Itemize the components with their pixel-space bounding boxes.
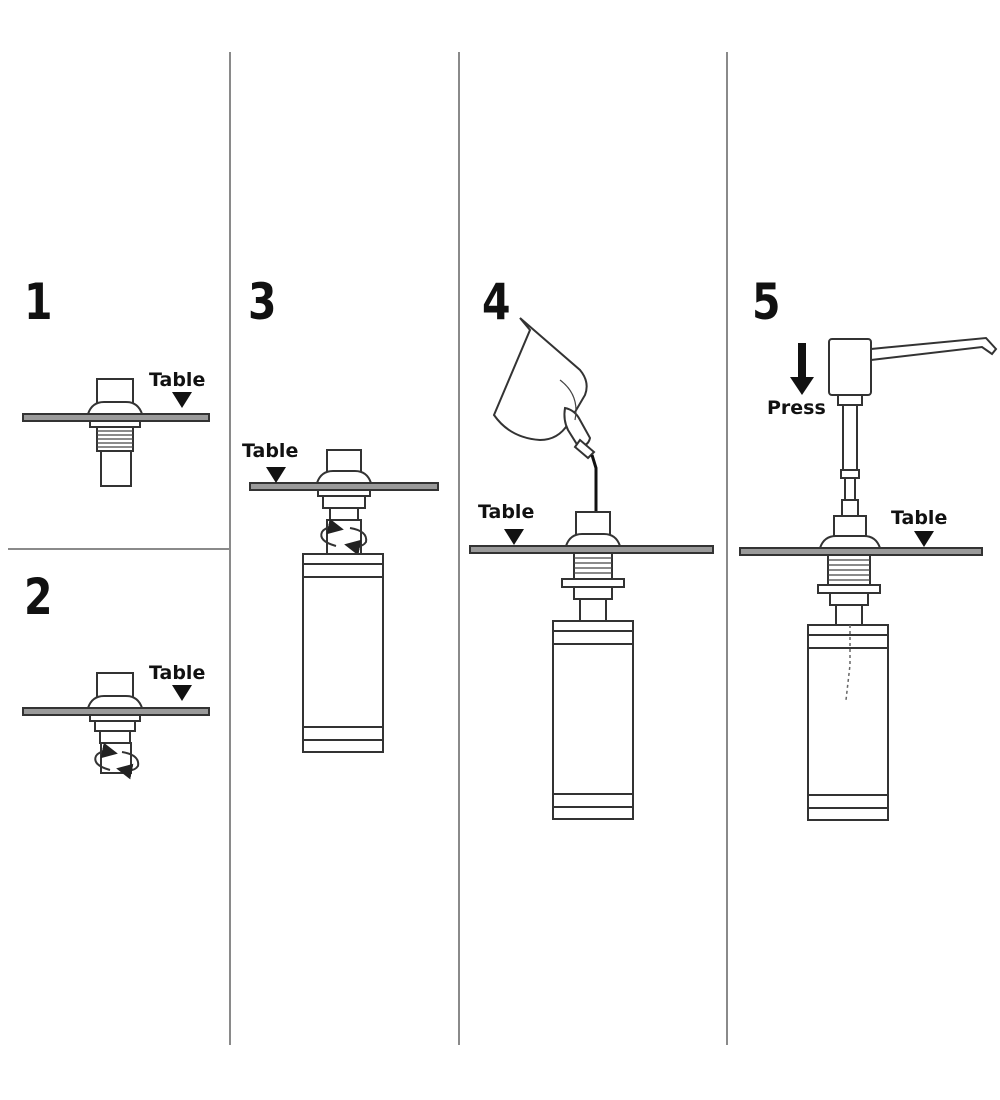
table-surface [469, 545, 714, 554]
down-triangle-icon [504, 529, 524, 545]
down-triangle-icon [172, 685, 192, 701]
step-2-number: 2 [24, 568, 53, 626]
soap-bottle [552, 620, 634, 820]
table-label: Table [149, 662, 206, 684]
step-3-number: 3 [248, 273, 277, 331]
table-surface [22, 413, 210, 422]
soap-bottle [302, 553, 384, 753]
table-surface [739, 547, 983, 556]
step-3-illustration [249, 449, 439, 753]
step-5-illustration [739, 336, 998, 821]
rotate-arrows-icon [320, 518, 368, 556]
step-4-illustration [469, 317, 714, 820]
liquid-stream [590, 454, 598, 512]
step-5-number: 5 [752, 273, 781, 331]
step-1-number: 1 [24, 273, 53, 331]
dip-tube [845, 625, 851, 701]
step-1-illustration [22, 378, 210, 487]
step-2-illustration [22, 672, 210, 780]
rotate-arrows-icon [94, 742, 140, 780]
pump-head [828, 338, 872, 396]
down-triangle-icon [172, 392, 192, 408]
pump-spout [870, 336, 998, 362]
table-label: Table [891, 507, 948, 529]
solid-down-arrow-icon [790, 343, 814, 395]
soap-bottle [807, 624, 889, 821]
down-triangle-icon [914, 531, 934, 547]
press-label: Press [767, 397, 826, 419]
table-surface [249, 482, 439, 491]
table-surface [22, 707, 210, 716]
table-label: Table [478, 501, 535, 523]
panel-dividers [8, 52, 728, 1045]
refill-bottle [492, 317, 596, 460]
table-label: Table [149, 369, 206, 391]
table-label: Table [242, 440, 299, 462]
step-4-number: 4 [482, 273, 511, 331]
down-triangle-icon [266, 467, 286, 483]
